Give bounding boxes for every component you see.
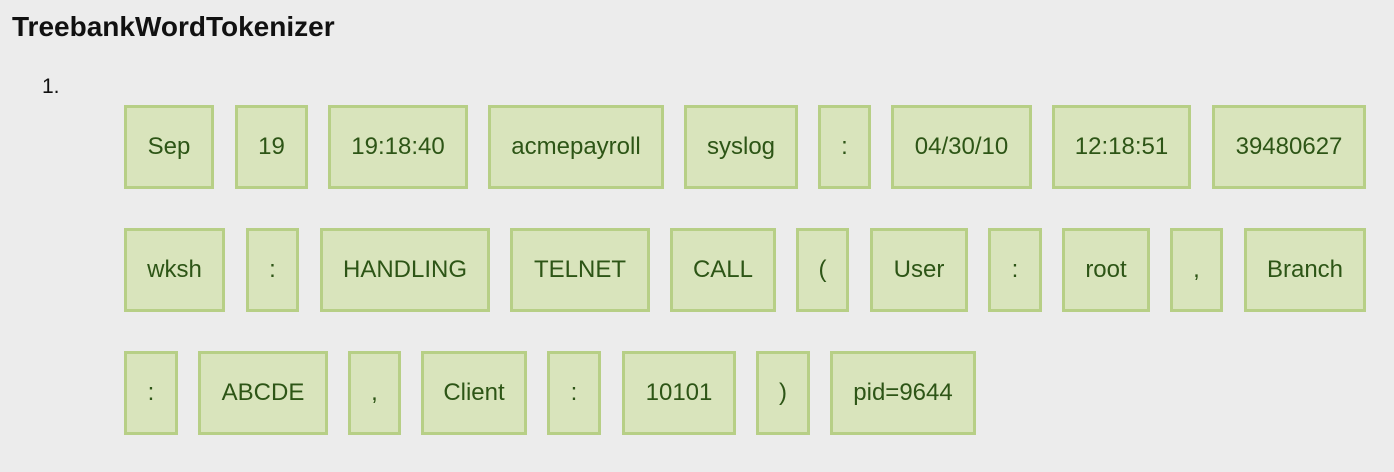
token: pid=9644 (830, 351, 976, 435)
token: 19 (235, 105, 308, 189)
token: , (348, 351, 401, 435)
page-title: TreebankWordTokenizer (12, 11, 335, 42)
token: acmepayroll (488, 105, 664, 189)
token: Sep (124, 105, 214, 189)
token: ABCDE (198, 351, 328, 435)
token: Client (421, 351, 527, 435)
token: ( (796, 228, 849, 312)
token: : (818, 105, 871, 189)
token: : (124, 351, 178, 435)
token: HANDLING (320, 228, 490, 312)
list-item-marker: 1. (42, 75, 60, 98)
token: : (988, 228, 1042, 312)
token: , (1170, 228, 1223, 312)
token: ) (756, 351, 810, 435)
token: : (246, 228, 299, 312)
token: 12:18:51 (1052, 105, 1191, 189)
token: 04/30/10 (891, 105, 1032, 189)
token: Branch (1244, 228, 1366, 312)
token: syslog (684, 105, 798, 189)
token: 10101 (622, 351, 736, 435)
token: TELNET (510, 228, 650, 312)
token: root (1062, 228, 1150, 312)
token: wksh (124, 228, 225, 312)
token: : (547, 351, 601, 435)
token: 19:18:40 (328, 105, 468, 189)
token: CALL (670, 228, 776, 312)
token: User (870, 228, 968, 312)
token: 39480627 (1212, 105, 1366, 189)
